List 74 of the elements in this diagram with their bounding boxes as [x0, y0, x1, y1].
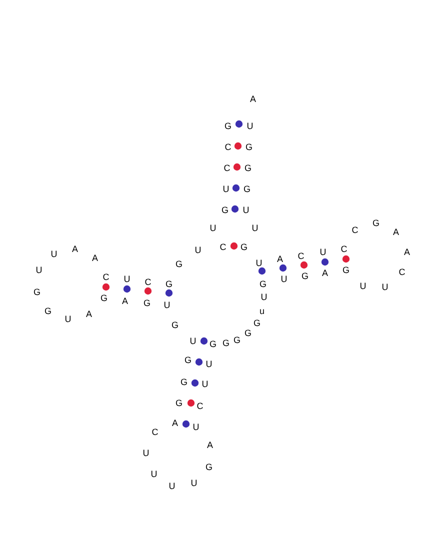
nucleotide-letter: G — [184, 355, 192, 365]
nucleotide-letter: A — [207, 440, 213, 450]
nucleotide-letter: G — [176, 259, 182, 269]
nucleotide-letter: G — [240, 242, 248, 252]
nucleotide-letter: G — [302, 271, 308, 281]
nucleotide-letter: U — [192, 422, 200, 432]
nucleotide-letter: C — [352, 225, 358, 235]
nucleotide-letter: G — [224, 121, 232, 131]
nucleotide-letter: G — [176, 398, 182, 408]
nucleotide-letter: A — [322, 268, 328, 278]
nucleotide-letter: U — [242, 205, 250, 215]
nucleotide-letter: A — [172, 418, 178, 428]
nucleotide-letter: U — [206, 359, 212, 369]
nucleotide-letter: U — [190, 336, 196, 346]
nucleotide-letter: G — [372, 218, 380, 228]
nucleotide-letter: U — [142, 448, 150, 458]
nucleotide-letter: U — [246, 121, 254, 131]
nucleotide-letter: U — [256, 258, 262, 268]
nucleotide-letter: G — [260, 279, 266, 289]
nucleotide-letter: U — [202, 379, 208, 389]
nucleotide-letter: C — [340, 244, 348, 254]
nucleotide-letter: G — [234, 335, 240, 345]
nucleotide-letter: U — [360, 281, 366, 291]
nucleotide-letter: G — [222, 205, 228, 215]
nucleotide-letter: C — [398, 267, 406, 277]
nucleotide-letter: G — [180, 377, 188, 387]
nucleotide-letter: C — [196, 401, 204, 411]
nucleotide-letter: G — [206, 462, 212, 472]
nucleotide-letter: U — [252, 223, 258, 233]
nucleotide-letter: C — [224, 142, 232, 152]
nucleotide-letter: A — [404, 247, 410, 257]
nucleotide-letter: U — [382, 282, 388, 292]
nucleotide-letter: C — [224, 163, 230, 173]
nucleotide-letter: G — [244, 163, 252, 173]
nucleotide-letter: U — [124, 274, 130, 284]
nucleotide-letter: C — [102, 272, 110, 282]
nucleotide-letter: G — [144, 298, 150, 308]
nucleotide-letter: G — [342, 265, 350, 275]
nucleotide-letter: G — [100, 293, 108, 303]
nucleotide-letter: C — [152, 427, 158, 437]
nucleotide-letter: U — [150, 469, 158, 479]
nucleotide-letter: A — [122, 296, 128, 306]
nucleotide-letter: U — [36, 265, 42, 275]
nucleotide-letter: U — [194, 245, 202, 255]
nucleotide-letter: G — [34, 287, 40, 297]
nucleotide-letter: U — [168, 481, 176, 491]
nucleotide-letter: U — [260, 292, 268, 302]
nucleotide-letter: U — [210, 223, 216, 233]
nucleotide-letter: G — [254, 318, 260, 328]
nucleotide-letter: U — [50, 249, 58, 259]
nucleotide-letter: A — [86, 309, 92, 319]
nucleotide-letter: U — [64, 314, 72, 324]
nucleotide-letter: C — [220, 242, 226, 252]
nucleotide-letter: G — [244, 184, 250, 194]
nucleotide-letter: U — [280, 274, 288, 284]
nucleotide-letter: U — [164, 300, 170, 310]
nucleotide-letter: A — [250, 94, 256, 104]
nucleotide-letter: G — [244, 328, 252, 338]
nucleotide-letter: A — [277, 254, 283, 264]
nucleotide-letter: U — [222, 184, 230, 194]
nucleotide-letter: G — [172, 320, 178, 330]
nucleotide-letter: U — [190, 478, 198, 488]
nucleotide-letter: G — [222, 338, 230, 348]
nucleotide-letter: A — [72, 244, 78, 254]
nucleotide-letter: u — [260, 306, 264, 316]
nucleotide-letter: G — [246, 142, 252, 152]
nucleotide-letter: C — [144, 277, 152, 287]
nucleotide-letter: C — [298, 251, 304, 261]
nucleotide-letter: A — [92, 253, 98, 263]
nucleotide-letter: G — [166, 279, 172, 289]
nucleotide-letter: G — [210, 339, 216, 349]
nucleotide-letter: A — [393, 227, 399, 237]
nucleotide-letter: U — [320, 247, 326, 257]
nucleotide-letter: G — [44, 306, 52, 316]
